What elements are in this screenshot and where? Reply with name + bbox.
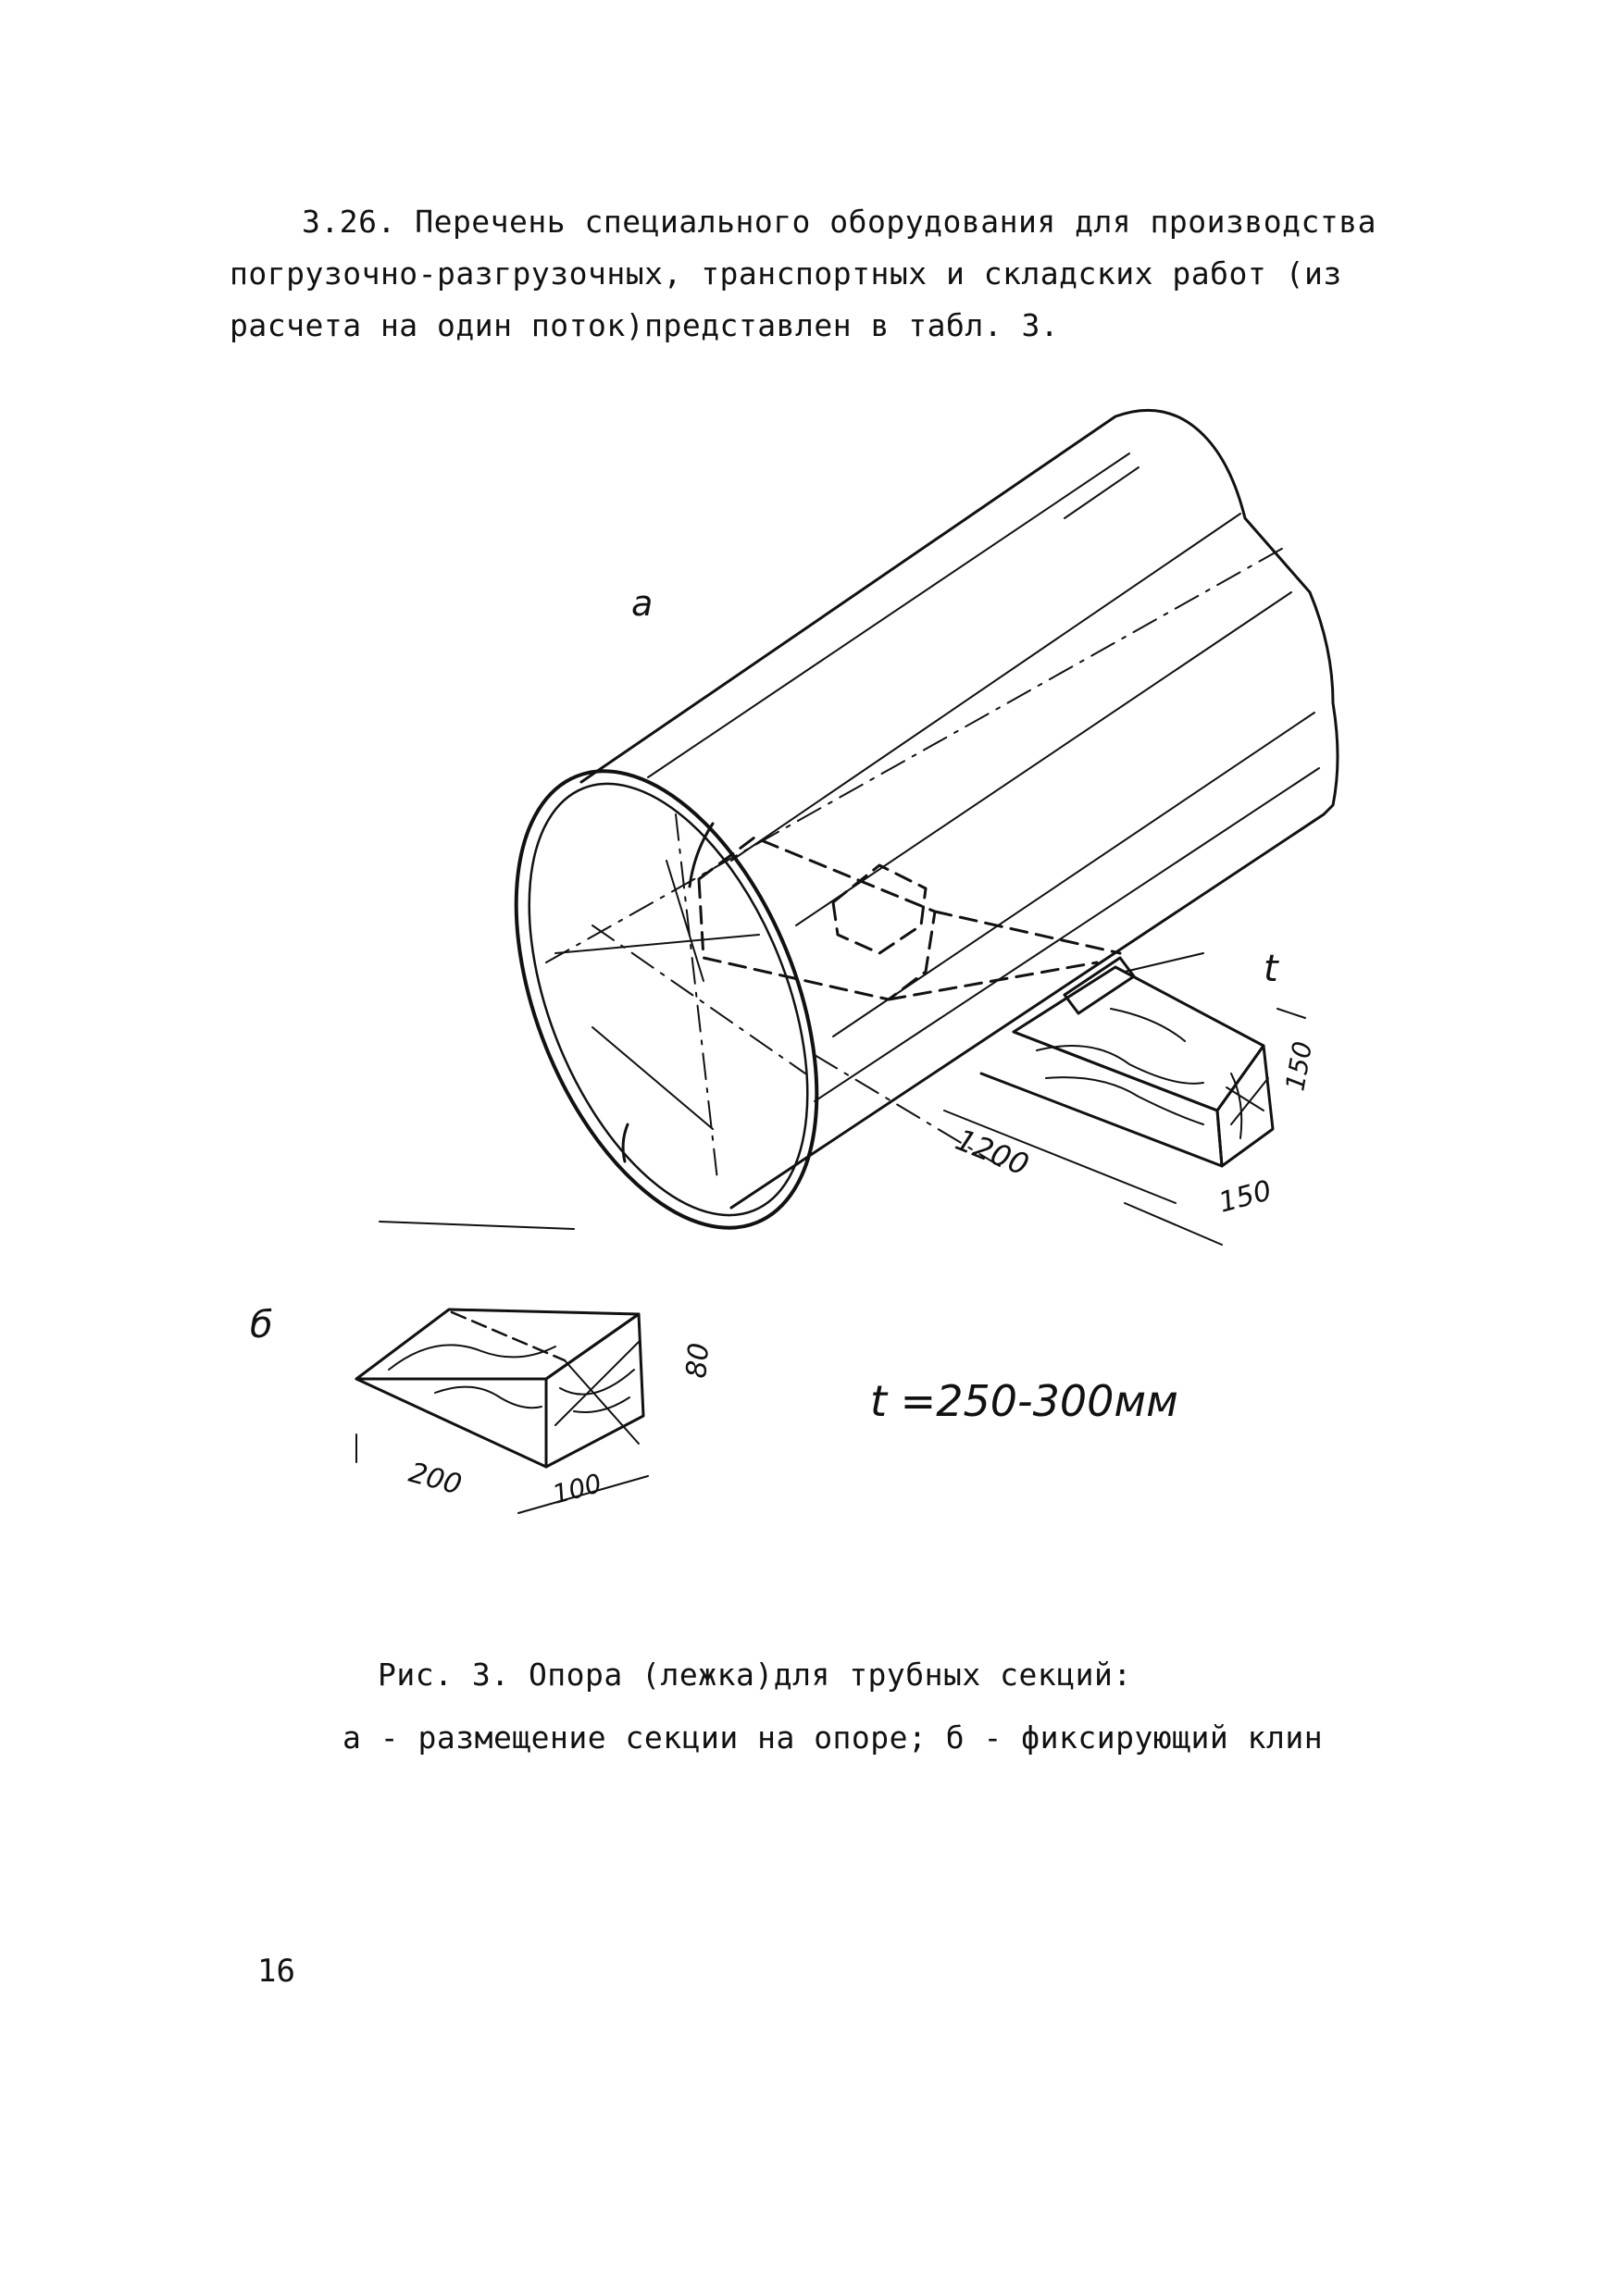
page-number: 16: [257, 1953, 295, 1990]
pipe-bottom-edge: [729, 813, 1326, 1210]
pipe-far-end: [1202, 433, 1339, 816]
dim-100-label: 100: [549, 1468, 604, 1510]
label-a: а: [631, 583, 653, 624]
dim-t-label: t: [1264, 948, 1279, 990]
dim-150-height-label: 150: [1279, 1039, 1318, 1093]
formula-t: t =250-300мм: [870, 1376, 1178, 1426]
paragraph-line-3: расчета на один поток)представлен в табл…: [230, 307, 1060, 343]
label-b: б: [250, 1304, 273, 1347]
pipe-front-rim-inner: [528, 782, 809, 1217]
paragraph-line-1: 3.26. Перечень специального оборудования…: [302, 204, 1376, 240]
figure-caption-legend: а - размещение секции на опоре; б - фикс…: [342, 1719, 1324, 1756]
pipe-hatching: [647, 453, 1320, 1102]
dim-80-label: 80: [680, 1342, 716, 1380]
timber-beam: [979, 956, 1275, 1168]
beam-top-block: [1063, 956, 1136, 1015]
wedge: [355, 1308, 649, 1514]
pipe-hidden-support: [697, 836, 1122, 1001]
dimension-lines: [943, 952, 1306, 1246]
beam-grain: [1036, 1008, 1269, 1139]
paragraph-line-2: погрузочно-разгрузочных, транспортных и …: [230, 255, 1342, 292]
pipe-end-inner-lines: [554, 860, 760, 1130]
body-paragraph: 3.26. Перечень специального оборудования…: [230, 196, 1424, 352]
pipe-centerlines: [545, 545, 1288, 1181]
figure-caption-title: Рис. 3. Опора (лежка)для трубных секций:: [378, 1657, 1132, 1693]
rim-arrow-bottom: [621, 1123, 629, 1163]
wedge-grain: [388, 1341, 640, 1445]
rim-arrow-top: [688, 822, 715, 888]
dim-150-length-label: 150: [1215, 1174, 1275, 1220]
dim-1200-label: 1200: [951, 1122, 1034, 1183]
pipe-top-edge: [579, 408, 1205, 784]
pipe-front-rim-outer: [514, 769, 819, 1230]
ground-line: [379, 1221, 575, 1230]
pipe-section: [379, 408, 1339, 1230]
dim-200-label: 200: [405, 1457, 465, 1502]
